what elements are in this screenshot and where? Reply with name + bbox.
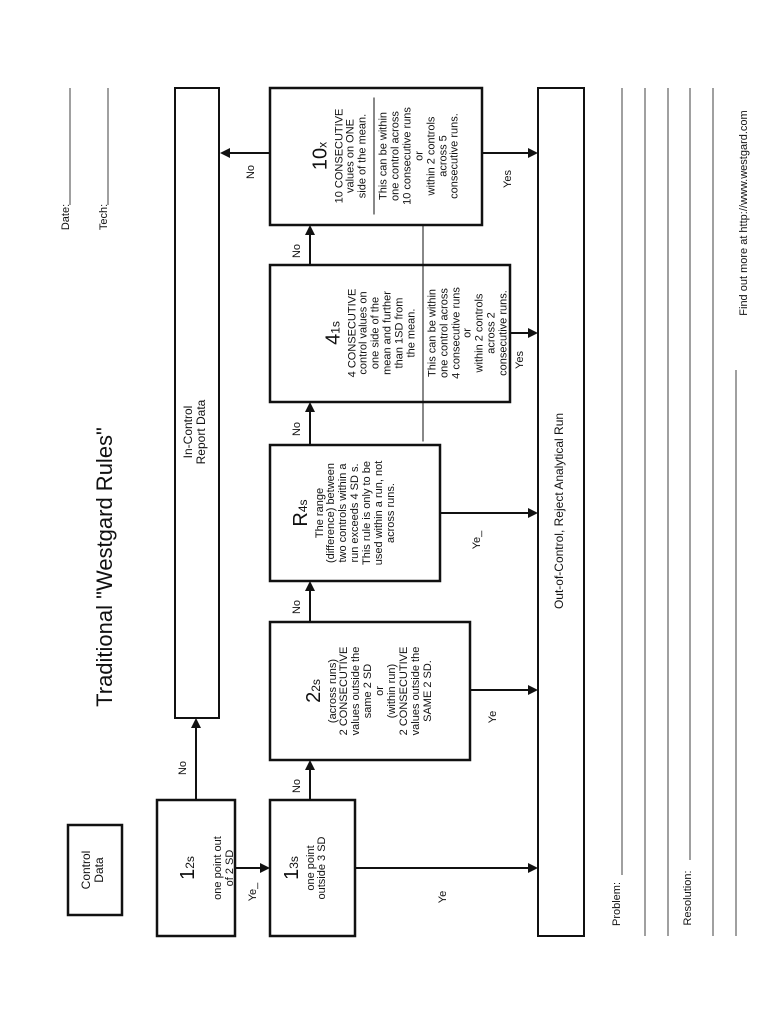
rule-12s-desc: one point out of 2 SD	[212, 836, 237, 900]
edge-10x-no: No	[245, 164, 257, 180]
rule-41s-desc: 4 CONSECUTIVE control values on one side…	[346, 288, 418, 378]
rule-12s-content: 12s one point out of 2 SD	[166, 802, 236, 934]
rule-r4s-content: R4s The range (difference) between two c…	[290, 447, 419, 579]
rule-10x-note: This can be within one control across 10…	[377, 107, 461, 205]
problem-label: Problem:	[611, 881, 623, 927]
edge-12s-yes: Ye_	[247, 882, 259, 902]
tech-label: Tech:	[98, 203, 110, 231]
rule-41s-note: This can be within one control across 4 …	[426, 287, 510, 379]
rule-10x-desc: 10 CONSECUTIVE values on ONE side of the…	[333, 108, 369, 204]
control-data-text: Control Data	[79, 850, 106, 890]
edge-10x-yes: Yes	[502, 170, 514, 188]
rule-12s-title: 12s	[176, 856, 199, 880]
control-data-box	[66, 823, 124, 917]
out-of-control-text: Out-of-Control, Reject Analytical Run	[552, 412, 566, 610]
page-title: Traditional "Westgard Rules"	[92, 427, 117, 707]
edge-r4s-yes: Ye_	[471, 530, 483, 550]
rule-41s-title: 41s	[322, 321, 345, 345]
rule-r4s-desc: The range (difference) between two contr…	[313, 460, 397, 566]
rule-41s-content: 41s 4 CONSECUTIVE control values on one …	[322, 217, 510, 450]
rule-10x-box	[268, 86, 484, 227]
edge-41s-no: No	[291, 243, 303, 259]
rule-r4s-title: R4s	[290, 499, 312, 527]
rule-10x-title: 10x	[309, 141, 332, 171]
rule-22s-box	[268, 620, 472, 762]
edge-22s-no: No	[291, 599, 303, 615]
rule-41s-box	[268, 263, 512, 404]
edge-12s-no: No	[177, 760, 189, 776]
rule-10x-separator	[373, 97, 375, 215]
date-label: Date:	[60, 203, 72, 231]
edge-22s-yes: Ye	[487, 710, 499, 724]
rule-22s-content: 22s (across runs) 2 CONSECUTIVE values o…	[303, 625, 436, 757]
footer-url: Find out more at http://www.westgard.com	[738, 110, 750, 316]
rule-13s-content: 13s one point outside 3 SD	[281, 802, 342, 934]
edge-r4s-no: No	[291, 421, 303, 437]
rule-10x-content: 10x 10 CONSECUTIVE values on ONE side of…	[309, 90, 461, 223]
rule-41s-separator	[422, 224, 424, 442]
rule-22s-title: 22s	[303, 679, 325, 703]
resolution-label: Resolution:	[682, 870, 694, 926]
rule-13s-box	[268, 798, 357, 938]
rule-13s-title: 13s	[281, 856, 303, 880]
out-of-control-box	[537, 87, 585, 937]
rule-22s-desc: (across runs) 2 CONSECUTIVE values outsi…	[326, 646, 434, 736]
edge-41s-yes: Yes	[514, 351, 526, 369]
edge-13s-no: No	[291, 778, 303, 794]
in-control-text: In-Control Report Data	[181, 399, 208, 465]
edge-13s-yes: Ye	[437, 890, 449, 904]
rule-13s-desc: one point outside 3 SD	[304, 836, 329, 900]
